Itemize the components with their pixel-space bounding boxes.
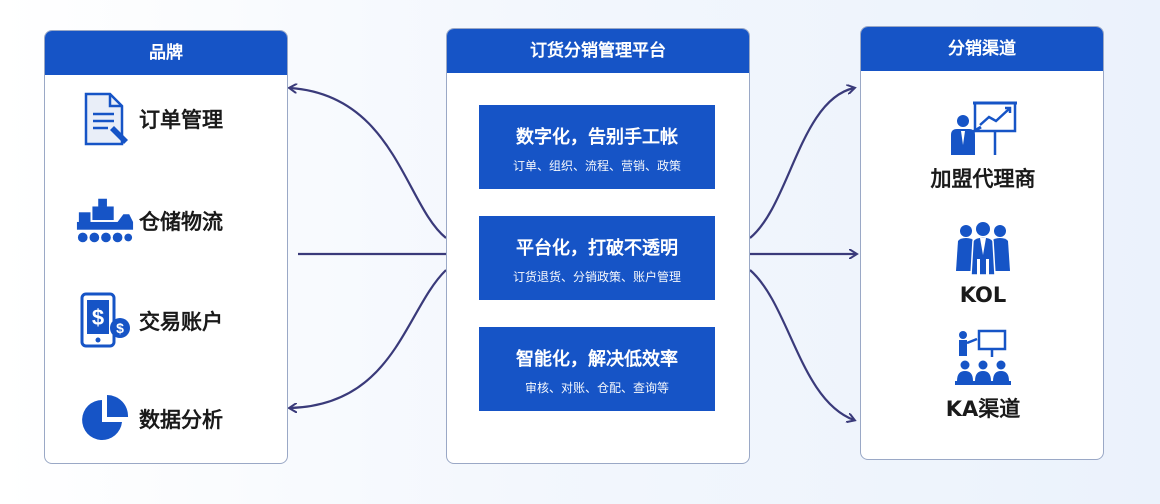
feature-platformization: 平台化，打破不透明 订货退货、分销政策、账户管理 [479, 216, 715, 300]
feature-title: 数字化，告别手工帐 [516, 127, 678, 148]
feature-subtitle: 审核、对账、仓配、查询等 [524, 381, 669, 395]
feature-title: 平台化，打破不透明 [516, 238, 678, 259]
arrow-to-ka [749, 269, 854, 420]
brand-item-label: 订单管理 [139, 108, 223, 132]
channel-panel: 分销渠道 加盟代理商 [860, 26, 1104, 460]
channel-item-label: 加盟代理商 [930, 167, 1036, 191]
brand-item-label: 仓储物流 [139, 210, 223, 234]
channel-panel-title: 分销渠道 [861, 27, 1103, 71]
brand-item-trading-account: $ $ 交易账户 [75, 291, 223, 351]
platform-panel-title: 订货分销管理平台 [447, 29, 749, 73]
svg-text:$: $ [116, 320, 124, 336]
brand-item-data-analysis: 数据分析 [75, 389, 223, 449]
feature-digitalization: 数字化，告别手工帐 订单、组织、流程、营销、政策 [479, 105, 715, 189]
pie-chart-icon [75, 389, 135, 449]
platform-panel: 订货分销管理平台 数字化，告别手工帐 订单、组织、流程、营销、政策 平台化，打破… [446, 28, 750, 464]
channel-item-franchise: 加盟代理商 [861, 97, 1103, 193]
feature-subtitle: 订单、组织、流程、营销、政策 [512, 159, 681, 173]
brand-panel: 品牌 订单管理 [44, 30, 288, 464]
feature-subtitle: 订货退货、分销政策、账户管理 [512, 270, 681, 284]
document-icon [75, 89, 135, 149]
training-audience-icon [861, 327, 1103, 387]
arrow-to-franchise [749, 88, 854, 239]
brand-item-label: 交易账户 [139, 310, 223, 334]
channel-item-label: KA渠道 [945, 397, 1021, 421]
arrow-to-data-analysis [290, 269, 447, 408]
group-people-icon [861, 217, 1103, 277]
channel-item-label: KOL [959, 283, 1007, 307]
brand-item-order-management: 订单管理 [75, 89, 223, 149]
feature-title: 智能化，解决低效率 [516, 349, 678, 370]
presenter-chart-icon [861, 97, 1103, 157]
brand-item-label: 数据分析 [139, 408, 223, 432]
brand-item-logistics: 仓储物流 [75, 191, 223, 251]
channel-item-ka: KA渠道 [861, 327, 1103, 423]
svg-text:$: $ [92, 305, 104, 330]
warehouse-truck-icon [75, 191, 135, 251]
arrow-to-order-management [290, 88, 447, 239]
payment-account-icon: $ $ [75, 291, 135, 351]
brand-panel-title: 品牌 [45, 31, 287, 75]
feature-intelligence: 智能化，解决低效率 审核、对账、仓配、查询等 [479, 327, 715, 411]
channel-item-kol: KOL [861, 217, 1103, 307]
